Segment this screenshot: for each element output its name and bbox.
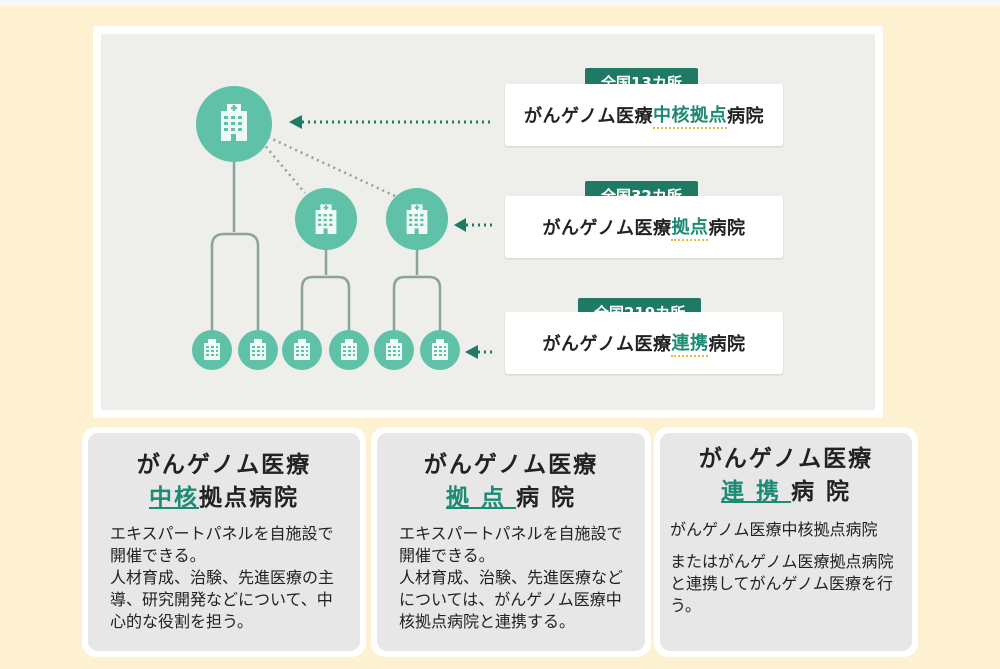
card-title: がんゲノム医療 拠 点 病 院	[377, 449, 645, 515]
card-body: エキスパートパネルを自施設で開催できる。 人材育成、治験、先進医療の主導、研究開…	[110, 523, 346, 633]
tier-label-base: がんゲノム医療拠点病院	[505, 196, 783, 258]
card-body: エキスパートパネルを自施設で開催できる。 人材育成、治験、先進医療などについては…	[399, 523, 631, 633]
card-inner: がんゲノム医療 中核拠点病院 エキスパートパネルを自施設で開催できる。 人材育成…	[88, 433, 360, 651]
card-title-rest: 拠点病院	[199, 485, 299, 511]
card-body-paragraph: がんゲノム医療中核拠点病院	[670, 520, 878, 539]
base-hospital-card: がんゲノム医療 拠 点 病 院 エキスパートパネルを自施設で開催できる。 人材育…	[371, 427, 651, 657]
card-title-line2: 連 携 病 院	[660, 476, 912, 509]
card-title-line1: がんゲノム医療	[698, 446, 874, 472]
hub-hospital-node	[196, 86, 272, 162]
card-title-line2: 拠 点 病 院	[377, 482, 645, 515]
tier-name-suffix: 病院	[708, 334, 746, 355]
card-body-paragraph: 人材育成、治験、先進医療などについては、がんゲノム医療中核拠点病院と連携する。	[399, 568, 624, 631]
tier-name-suffix: 病院	[708, 218, 746, 239]
card-inner: がんゲノム医療 連 携 病 院 がんゲノム医療中核拠点病院 またはがんゲノム医療…	[660, 433, 912, 651]
card-title-accent: 拠 点	[445, 485, 516, 511]
card-body: がんゲノム医療中核拠点病院 またはがんゲノム医療拠点病院と連携してがんゲノム医療…	[670, 519, 898, 617]
partner-hospital-node	[238, 330, 278, 370]
card-title: がんゲノム医療 連 携 病 院	[660, 443, 912, 509]
card-title-line2: 中核拠点病院	[88, 482, 360, 515]
tier-name-suffix: 病院	[726, 106, 764, 127]
dotted-arrow-left-icon	[454, 218, 494, 232]
hub-hospital-card: がんゲノム医療 中核拠点病院 エキスパートパネルを自施設で開催できる。 人材育成…	[82, 427, 366, 657]
dotted-arrow-left-icon	[465, 345, 496, 359]
base-hospital-node	[386, 188, 448, 250]
tree-connectors	[210, 160, 442, 330]
card-body-paragraph: エキスパートパネルを自施設で開催できる。	[110, 524, 334, 565]
dotted-arrow-left-icon	[289, 115, 494, 129]
tier-name-highlight: 中核拠点	[652, 101, 727, 129]
card-body-paragraph: エキスパートパネルを自施設で開催できる。	[399, 524, 623, 565]
tier-label-partner: がんゲノム医療連携病院	[505, 312, 783, 374]
partner-hospital-node	[420, 330, 460, 370]
partner-hospital-node	[192, 330, 232, 370]
dotted-links	[261, 135, 396, 198]
card-body-paragraph: またはがんゲノム医療拠点病院と連携してがんゲノム医療を行う。	[670, 552, 894, 615]
card-title: がんゲノム医療 中核拠点病院	[88, 449, 360, 515]
tier-name-prefix: がんゲノム医療	[542, 218, 672, 239]
card-inner: がんゲノム医療 拠 点 病 院 エキスパートパネルを自施設で開催できる。 人材育…	[377, 433, 645, 651]
top-border	[0, 0, 1000, 6]
card-title-accent: 中核	[149, 485, 199, 511]
partner-hospital-node	[374, 330, 414, 370]
tier-label-hub: がんゲノム医療中核拠点病院	[505, 84, 783, 146]
tier-name-prefix: がんゲノム医療	[524, 106, 653, 127]
card-title-rest: 病 院	[791, 479, 852, 505]
card-title-accent: 連 携	[720, 479, 791, 505]
card-body-paragraph: 人材育成、治験、先進医療の主導、研究開発などについて、中心的な役割を担う。	[110, 568, 335, 631]
card-title-rest: 病 院	[516, 485, 577, 511]
partner-hospital-node	[329, 330, 369, 370]
tier-name-prefix: がんゲノム医療	[542, 334, 672, 355]
card-title-line1: がんゲノム医療	[136, 452, 312, 478]
partner-hospital-card: がんゲノム医療 連 携 病 院 がんゲノム医療中核拠点病院 またはがんゲノム医療…	[654, 427, 918, 657]
base-hospital-node	[295, 188, 357, 250]
tier-name-highlight: 連携	[671, 329, 709, 357]
tier-name-highlight: 拠点	[671, 213, 709, 241]
partner-hospital-node	[282, 330, 322, 370]
card-title-line1: がんゲノム医療	[423, 452, 599, 478]
